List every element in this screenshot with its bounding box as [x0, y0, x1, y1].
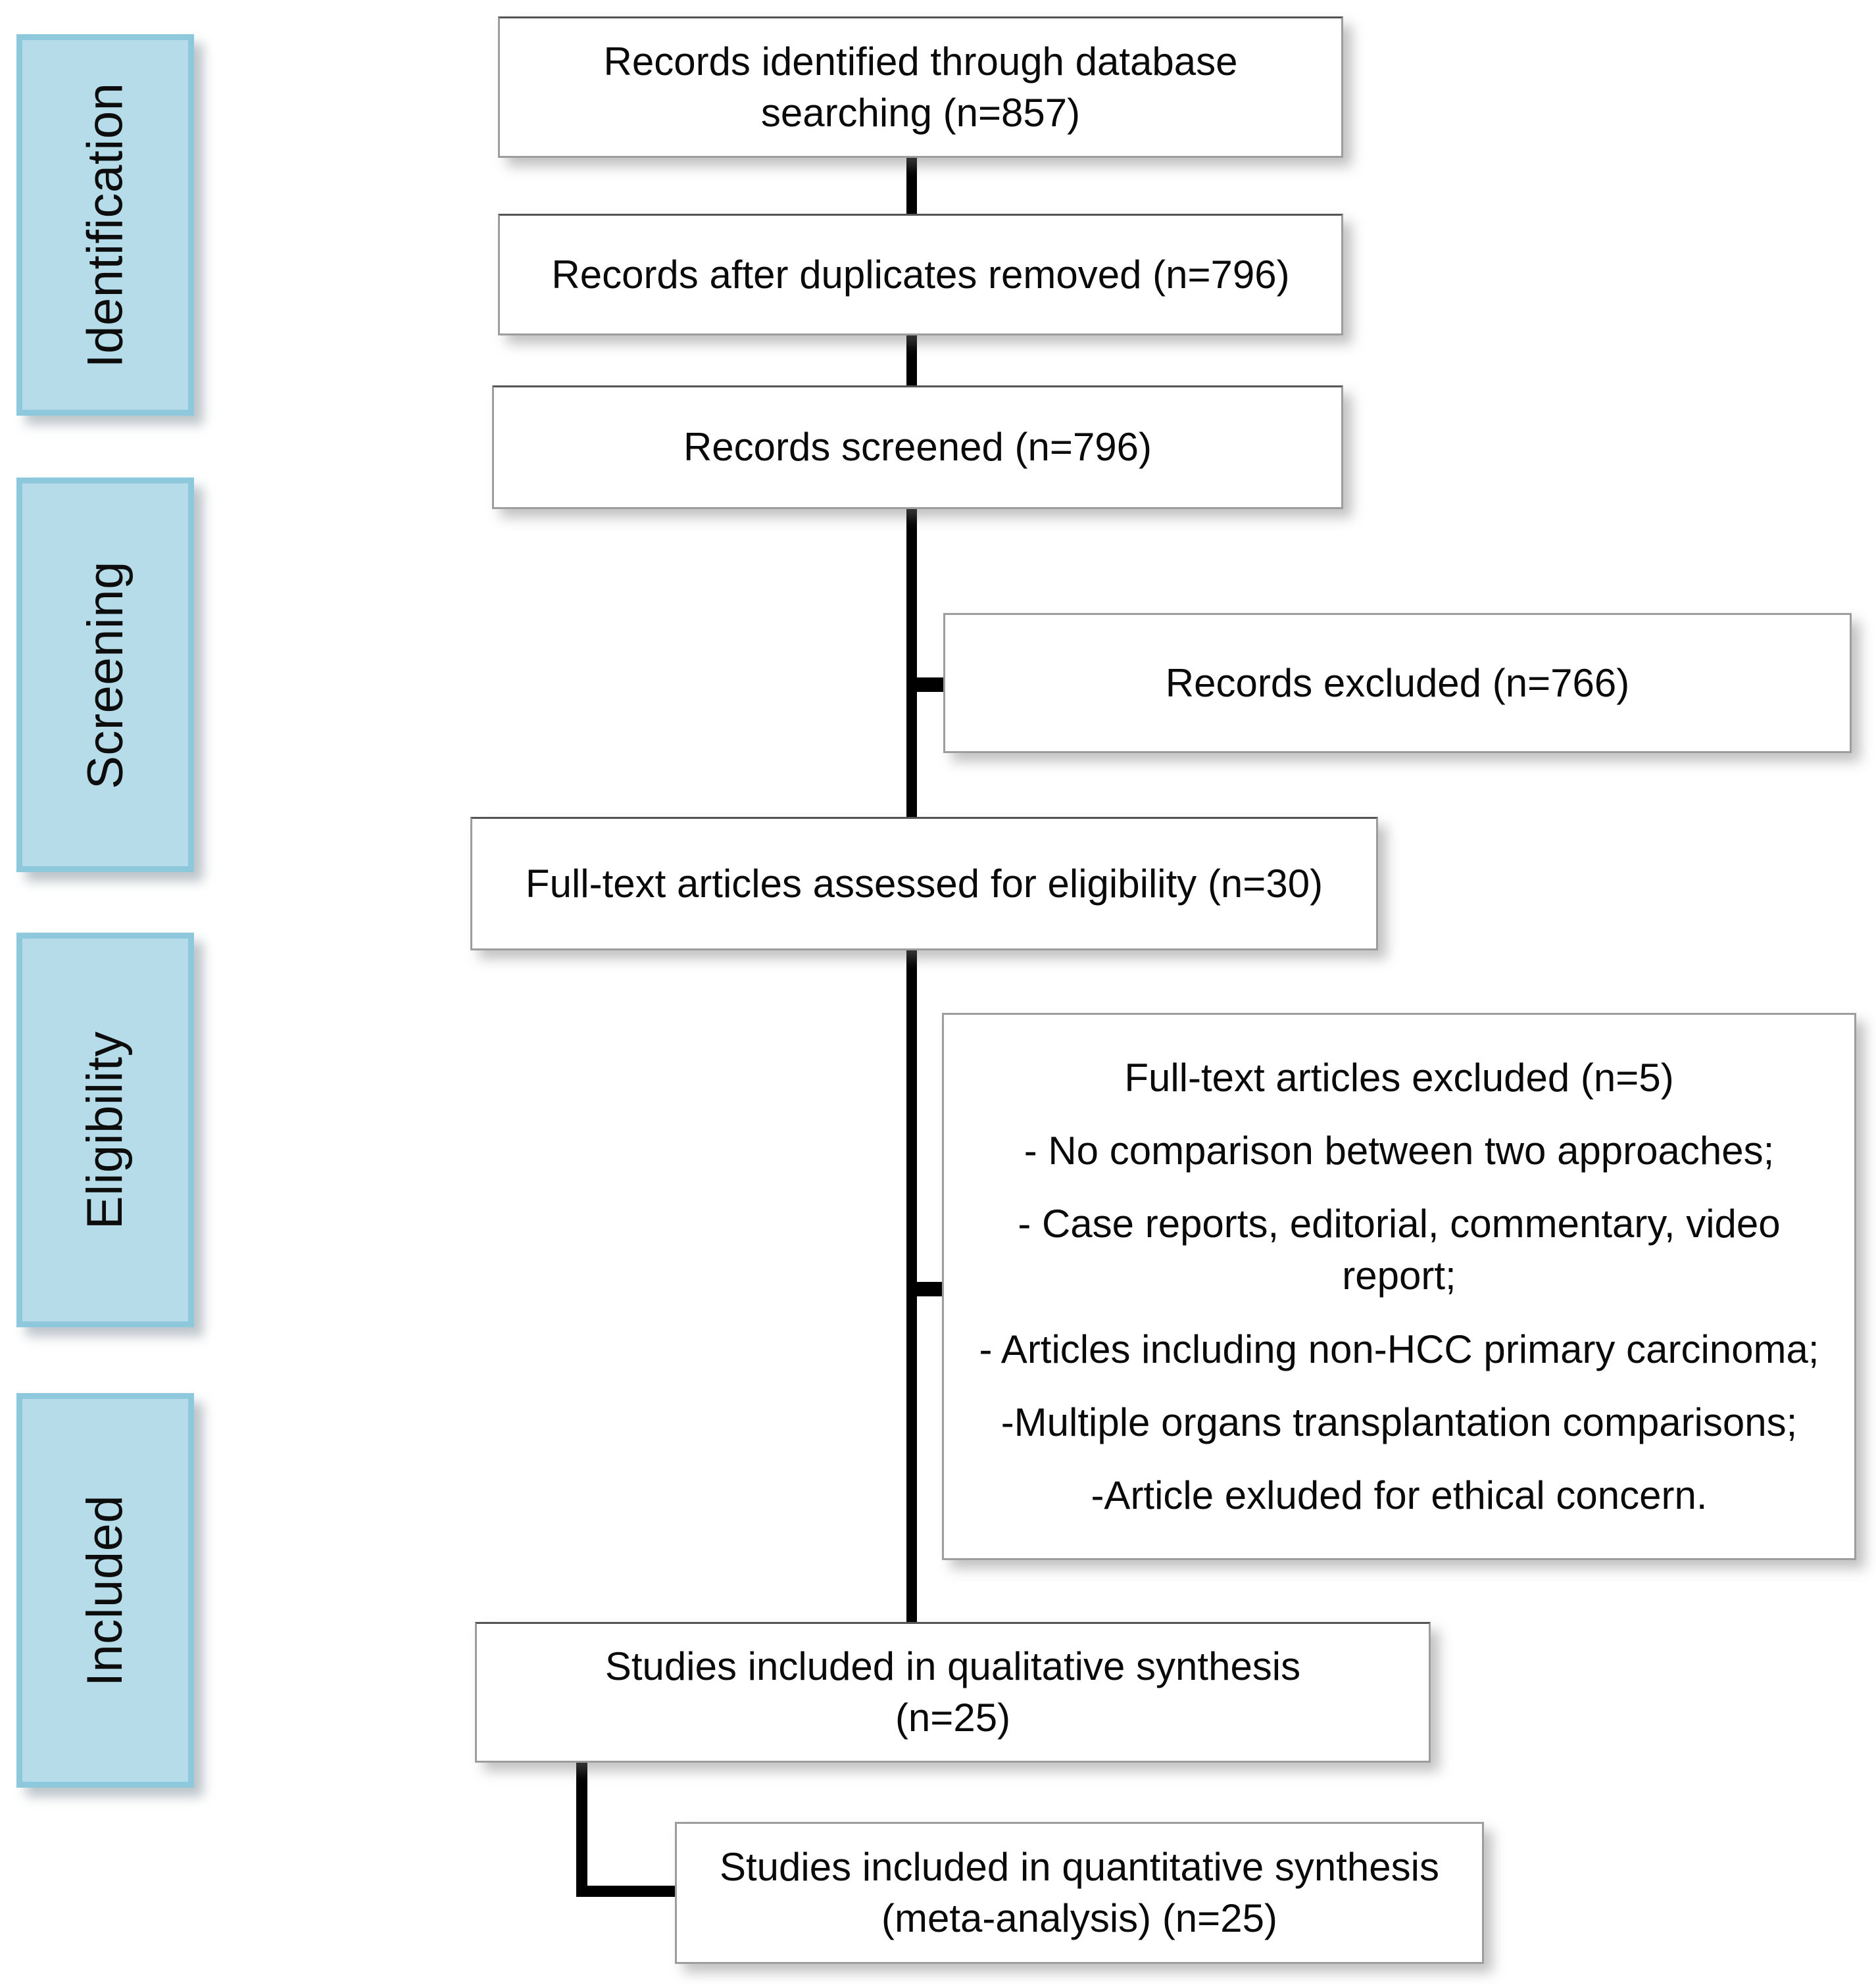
box-fulltext-excluded-heading: Full-text articles excluded (n=5)	[1124, 1055, 1674, 1100]
box-fulltext-assessed-text: Full-text articles assessed for eligibil…	[525, 861, 1323, 906]
box-qualitative-synthesis: Studies included in qualitative synthesi…	[475, 1622, 1431, 1763]
stage-box-eligibility: Eligibility	[16, 933, 194, 1327]
box-records-identified-line2: searching (n=857)	[760, 90, 1081, 135]
stage-label-included: Included	[77, 1494, 134, 1686]
connector-qualitative-to-quantitative-horizontal	[576, 1886, 681, 1897]
box-fulltext-excluded-reason-4: -Multiple organs transplantation compari…	[1000, 1400, 1798, 1444]
box-records-screened: Records screened (n=796)	[492, 385, 1343, 509]
box-fulltext-excluded-reason-1: - No comparison between two approaches;	[1024, 1129, 1775, 1173]
box-fulltext-excluded-reason-5: -Article exluded for ethical concern.	[1091, 1473, 1708, 1517]
box-qualitative-synthesis-line1: Studies included in qualitative synthesi…	[605, 1644, 1301, 1688]
box-records-identified-line1: Records identified through database	[603, 39, 1238, 84]
stage-box-included: Included	[16, 1393, 194, 1788]
box-fulltext-excluded-reason-2: - Case reports, editorial, commentary, v…	[1018, 1202, 1781, 1298]
box-fulltext-excluded-reason-3: - Articles including non-HCC primary car…	[979, 1327, 1819, 1371]
box-fulltext-assessed: Full-text articles assessed for eligibil…	[470, 817, 1378, 950]
box-quantitative-synthesis-line1: Studies included in quantitative synthes…	[719, 1845, 1439, 1889]
stage-label-identification: Identification	[77, 82, 134, 368]
box-fulltext-excluded: Full-text articles excluded (n=5) - No c…	[942, 1013, 1856, 1560]
connector-screened-trunk	[906, 508, 917, 818]
box-records-identified: Records identified through database sear…	[498, 16, 1343, 158]
box-records-excluded-text: Records excluded (n=766)	[1165, 660, 1630, 705]
box-records-screened-text: Records screened (n=796)	[683, 425, 1152, 469]
box-qualitative-synthesis-line2: (n=25)	[895, 1696, 1011, 1740]
stage-label-eligibility: Eligibility	[77, 1031, 134, 1229]
connector-screened-to-records-excluded	[906, 677, 946, 692]
box-quantitative-synthesis-line2: (meta-analysis) (n=25)	[881, 1896, 1277, 1940]
stage-label-screening: Screening	[77, 560, 134, 789]
connector-duplicates-to-screened	[906, 334, 917, 388]
connector-qualitative-to-quantitative-vertical	[576, 1761, 587, 1897]
box-quantitative-synthesis: Studies included in quantitative synthes…	[675, 1822, 1484, 1964]
box-records-after-duplicates-text: Records after duplicates removed (n=796)	[551, 252, 1290, 297]
stage-box-screening: Screening	[16, 478, 194, 872]
connector-to-fulltext-excluded	[906, 1282, 945, 1296]
connector-identified-to-duplicates	[906, 157, 917, 217]
stage-box-identification: Identification	[16, 34, 194, 416]
box-records-excluded: Records excluded (n=766)	[943, 613, 1852, 753]
box-records-after-duplicates: Records after duplicates removed (n=796)	[498, 214, 1343, 335]
